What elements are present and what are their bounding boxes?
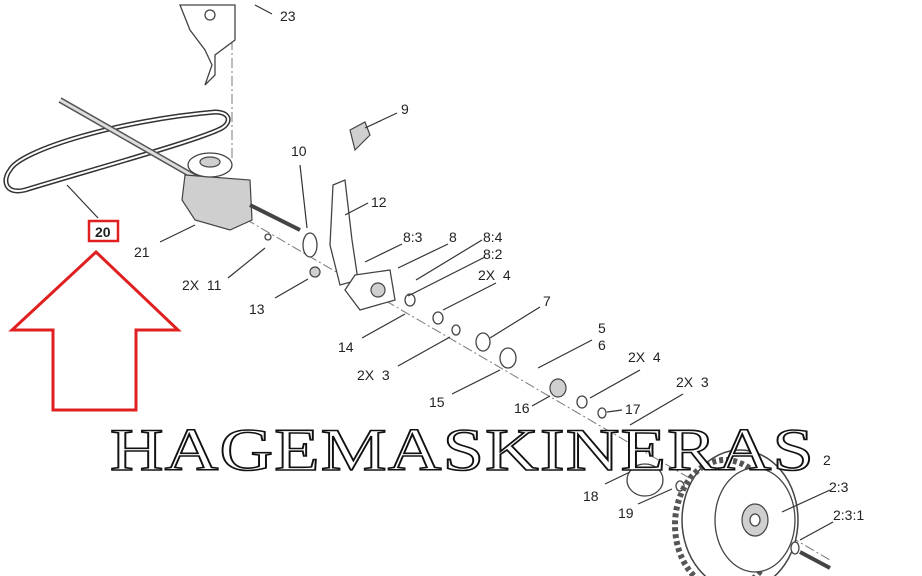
highlight-box: [87, 219, 120, 243]
watermark-logo: HAGEMASKINERAS: [110, 417, 815, 483]
label-2x-4-b: 2X 4: [628, 349, 661, 365]
label-23: 23: [280, 8, 296, 24]
label-8-2: 8:2: [483, 246, 503, 262]
plate-part-14: [344, 269, 396, 311]
red-arrow-up-icon: [8, 249, 182, 412]
label-19: 19: [618, 505, 634, 521]
label-2: 2: [823, 452, 831, 468]
label-6: 6: [598, 337, 606, 353]
label-17: 17: [625, 401, 641, 417]
label-7: 7: [543, 293, 551, 309]
label-8-4: 8:4: [483, 229, 503, 245]
label-21: 21: [134, 244, 150, 260]
label-5: 5: [598, 320, 606, 336]
gear-part-16: [549, 378, 567, 398]
leader-lines: [66, 4, 834, 541]
label-2x-3-b: 2X 3: [676, 374, 709, 390]
label-20[interactable]: 20: [95, 224, 111, 240]
label-18: 18: [583, 488, 599, 504]
wheel-part-2: [672, 449, 831, 576]
label-2x-4-a: 2X 4: [478, 267, 511, 283]
label-2x-11: 2X 11: [182, 277, 222, 293]
washer-part-10: [302, 232, 318, 258]
label-13: 13: [249, 301, 265, 317]
transmission-part-21: [181, 152, 301, 232]
label-2x-3-a: 2X 3: [357, 367, 390, 383]
label-8: 8: [449, 229, 457, 245]
lever-part-12: [329, 121, 371, 286]
label-12: 12: [371, 194, 387, 210]
label-2-3: 2:3: [829, 479, 849, 495]
label-10: 10: [291, 143, 307, 159]
label-14: 14: [338, 339, 354, 355]
label-9: 9: [401, 101, 409, 117]
bracket-part-23: [179, 4, 236, 86]
knob-part-9: [349, 121, 371, 152]
label-16: 16: [514, 400, 530, 416]
label-2-3-1: 2:3:1: [833, 507, 864, 523]
label-15: 15: [429, 394, 445, 410]
small-parts: [264, 233, 685, 497]
label-8-3: 8:3: [403, 229, 423, 245]
hub-part-18: [626, 463, 664, 497]
